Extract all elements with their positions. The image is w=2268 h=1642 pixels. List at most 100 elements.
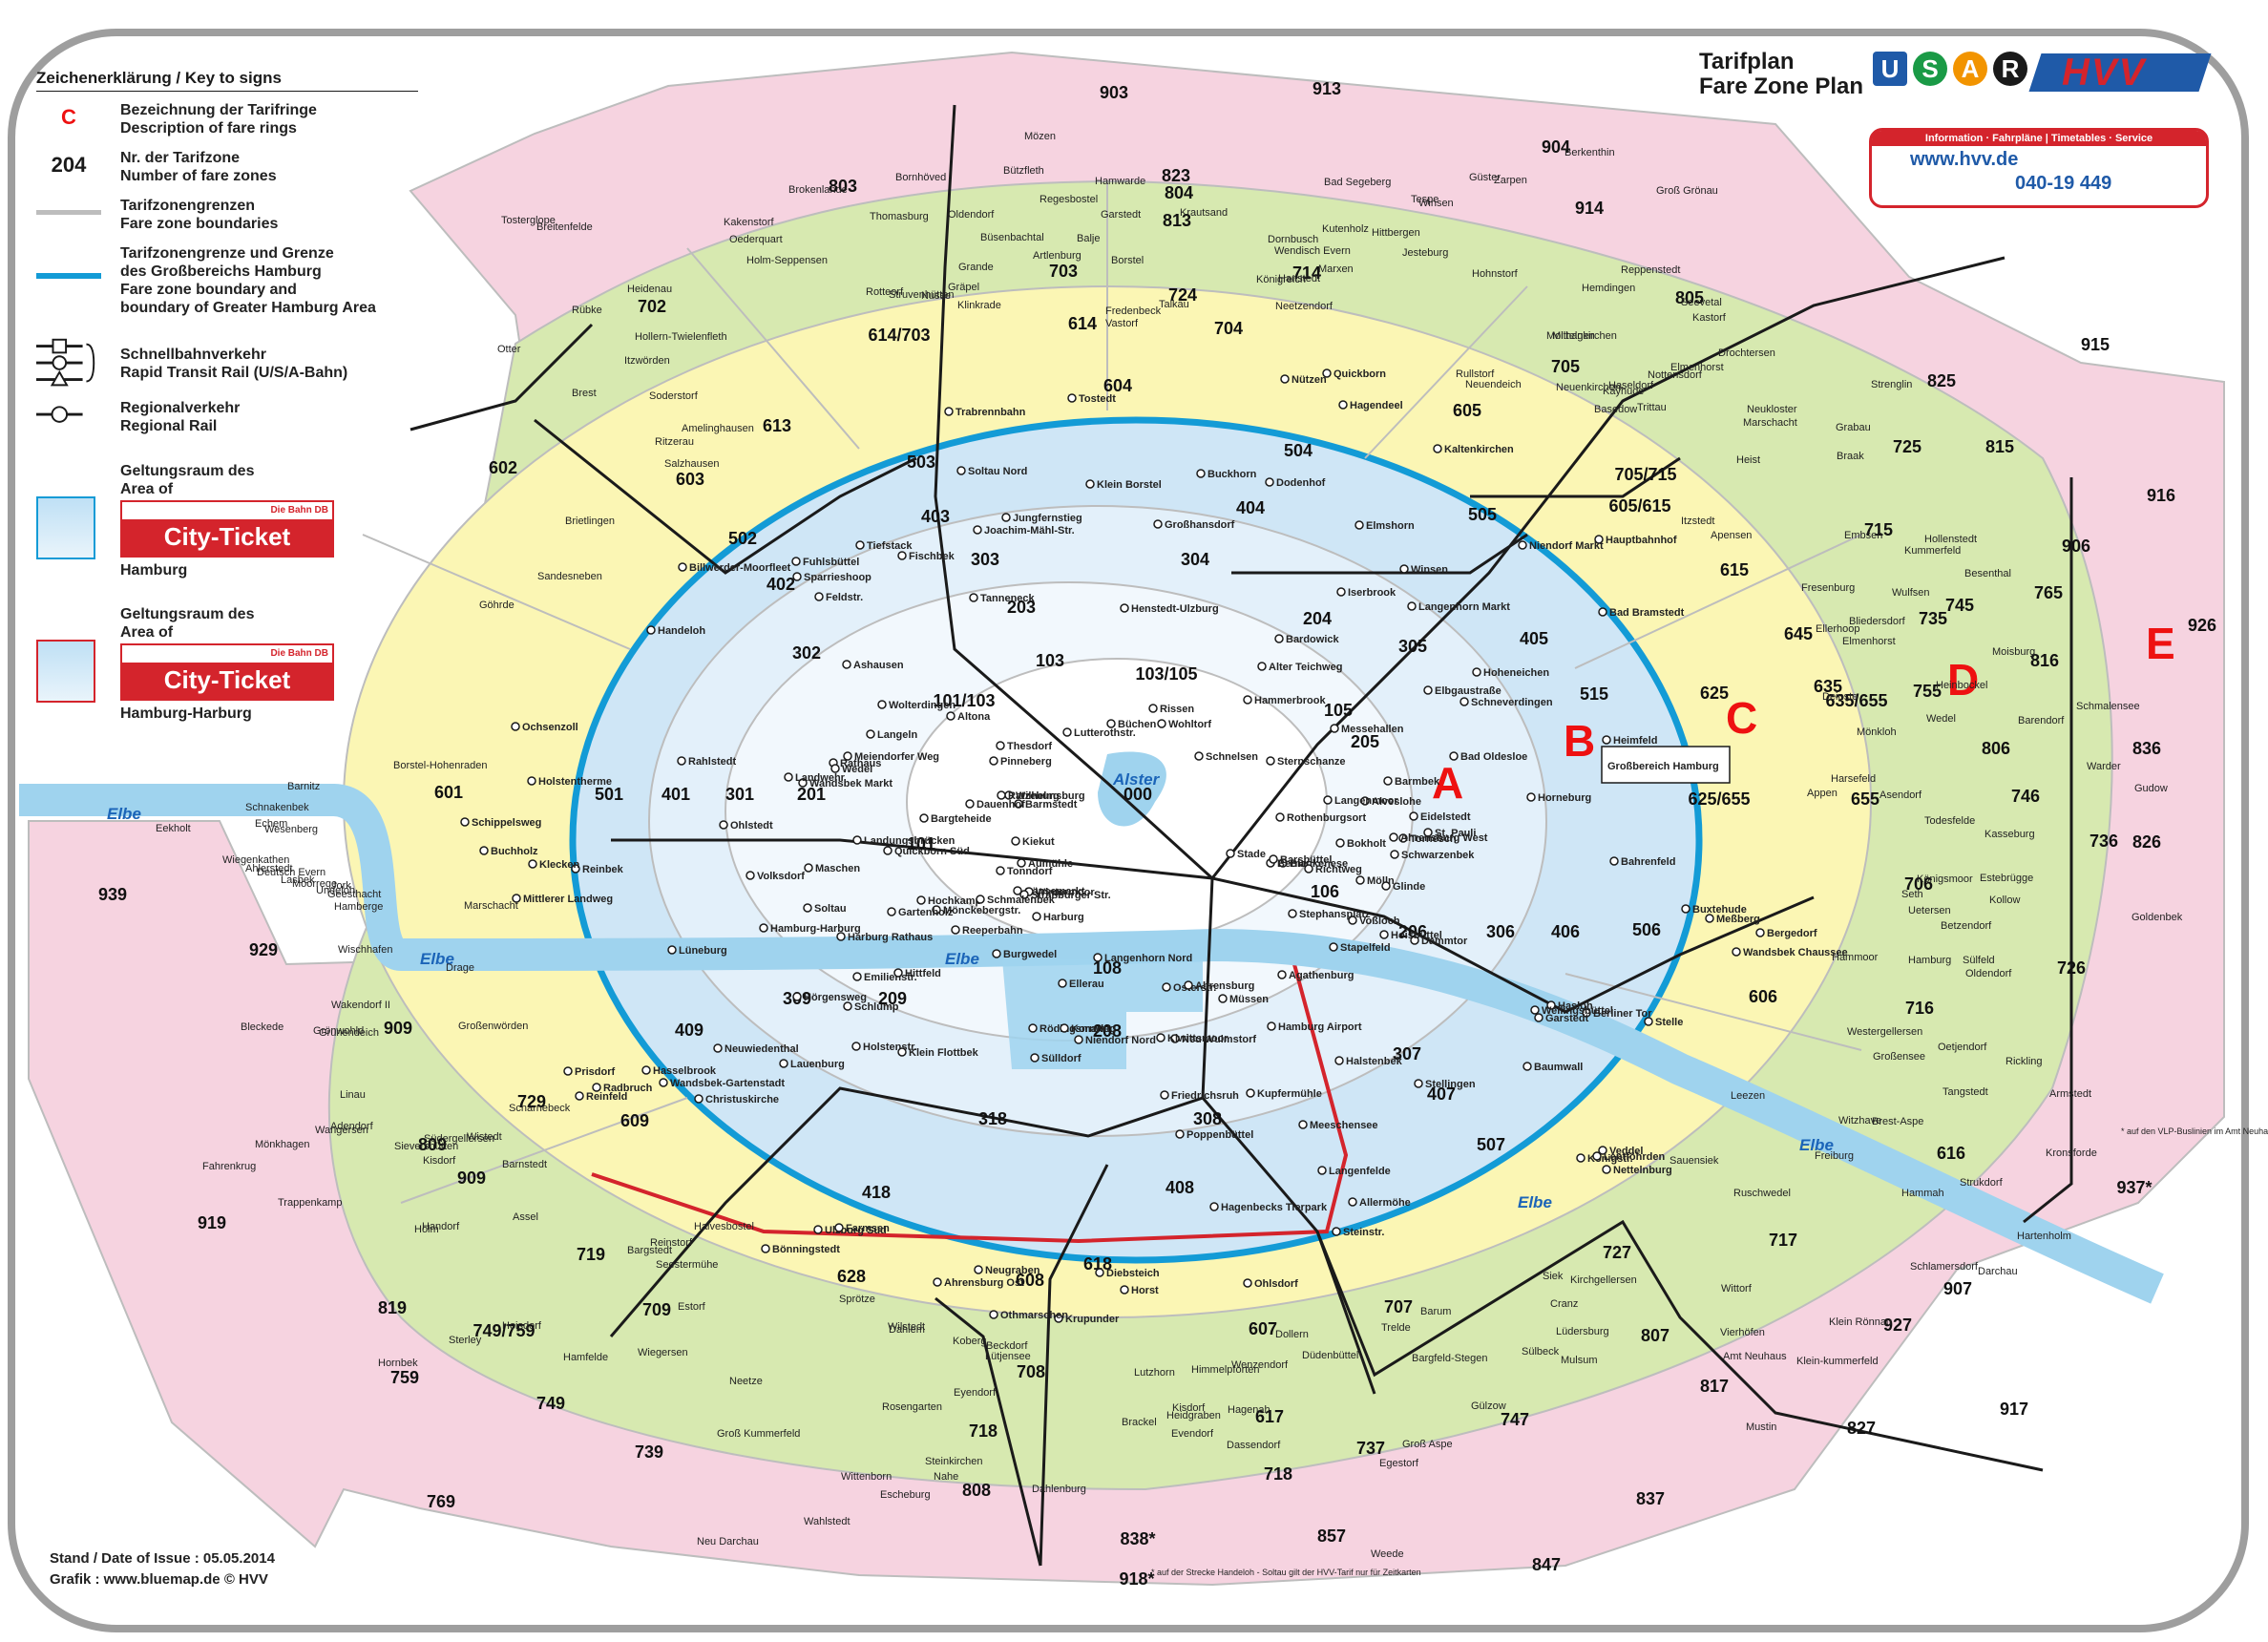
place-label: Itzstedt (1681, 516, 1714, 527)
zone-label: 746 (2011, 787, 2040, 806)
station-stop-icon (460, 817, 470, 827)
station-label: Klecken (539, 859, 579, 871)
station-stop-icon (479, 846, 489, 855)
place-label: Lüdersburg (1556, 1326, 1609, 1337)
zone-label: 616 (1937, 1144, 1965, 1163)
station-stop-icon (1409, 811, 1418, 821)
station-stop-icon (989, 1310, 998, 1319)
place-label: Seevetal (1681, 297, 1722, 308)
station-label: Eidelstedt (1420, 811, 1471, 823)
station-label: Schlump (854, 1001, 899, 1013)
place-label: Vastorf (1105, 318, 1139, 329)
station-label: Poppenbüttel (1186, 1129, 1253, 1141)
station-label: Harburg (1043, 912, 1084, 923)
station-label: Billwerder-Moorfleet (689, 562, 791, 574)
station-label: Niendorf Markt (1529, 540, 1604, 552)
station-label: Blankenese (1290, 858, 1348, 870)
place-label: Borstel (1111, 255, 1144, 266)
place-label: Reppenstedt (1621, 264, 1680, 276)
station-stop-icon (916, 895, 926, 905)
place-label: Westergellersen (1847, 1026, 1922, 1038)
station-stop-icon (1389, 832, 1398, 842)
legend-boundary-swatch (36, 210, 101, 215)
station-label: Langenmoor (1334, 795, 1398, 807)
station-label: Langeln (877, 729, 917, 741)
zone-label: 729 (517, 1092, 546, 1111)
station-stop-icon (1530, 1005, 1540, 1015)
station-label: Hoheneichen (1483, 667, 1549, 679)
zone-label: 759 (390, 1368, 419, 1387)
rapid-transit-symbol-icon (36, 338, 95, 387)
station-stop-icon (946, 711, 956, 721)
zone-label: 805 (1675, 288, 1704, 307)
zone-label: 101/103 (933, 691, 995, 710)
station-stop-icon (883, 846, 892, 855)
place-label: Ahlerstedt (245, 863, 293, 874)
station-label: Reinfeld (586, 1091, 627, 1103)
place-label: Siek (1543, 1271, 1564, 1282)
station-label: Buchholz (491, 846, 538, 857)
place-label: Evendorf (1171, 1428, 1214, 1440)
station-label: Ohlsdorf (1254, 1278, 1298, 1290)
place-label: Halvesbostel (694, 1221, 754, 1232)
website-link[interactable]: www.hvv.de (1910, 149, 2019, 170)
place-label: Heidenau (627, 284, 672, 295)
note-soltau: * auf der Strecke Handeloh - Soltau gilt… (1151, 1568, 1421, 1577)
station-stop-icon (974, 1265, 983, 1274)
legend-greater-en-2: boundary of Greater Hamburg Area (120, 300, 376, 316)
zone-label: 769 (427, 1492, 455, 1511)
station-label: Neu Wulmstorf (1182, 1034, 1256, 1045)
zone-label: 614/703 (868, 326, 930, 345)
zone-label: 515 (1580, 684, 1608, 704)
station-label: Bardowick (1286, 634, 1340, 645)
place-label: Moisburg (1992, 646, 2035, 658)
station-label: Tostedt (1079, 393, 1116, 405)
station-label: Berne (1277, 858, 1307, 870)
station-stop-icon (1157, 719, 1166, 728)
place-label: Lütjensee (985, 1351, 1031, 1362)
station-stop-icon (1594, 535, 1604, 544)
station-label: Schnelsen (1206, 751, 1258, 763)
zone-label: 615 (1720, 560, 1749, 579)
zone-label: 635 (1814, 677, 1842, 696)
legend-ring-text: Bezeichnung der Tarifringe Description o… (120, 101, 317, 137)
legend-area1-swatch (36, 496, 95, 559)
station-label: Buxtehude (1692, 904, 1747, 916)
station-label: Voßloch (1359, 916, 1400, 927)
zone-label: 307 (1393, 1044, 1421, 1063)
db-logo-2: Die Bahn DB (122, 645, 332, 663)
zone-label: 404 (1236, 498, 1265, 517)
station-stop-icon (1705, 914, 1714, 923)
station-label: Ahrensburg West (1400, 832, 1488, 844)
station-stop-icon (1030, 1053, 1040, 1063)
place-label: Heidgraben (1166, 1410, 1221, 1421)
place-label: Dollern (1275, 1329, 1309, 1340)
station-stop-icon (1209, 1202, 1219, 1211)
zone-label: 609 (620, 1111, 649, 1130)
station-label: Baumwall (1534, 1062, 1583, 1073)
station-label: Schippelsweg (472, 817, 541, 829)
place-label: Hanstedt (1278, 273, 1320, 284)
station-stop-icon (1336, 587, 1346, 597)
station-stop-icon (1576, 1153, 1586, 1163)
place-label: Kastorf (1692, 312, 1727, 324)
greater-hamburg-label: Großbereich Hamburg (1607, 761, 1719, 772)
legend-zone-en: Number of fare zones (120, 168, 277, 184)
place-label: Wangersen (315, 1125, 368, 1136)
zone-label: 409 (675, 1021, 704, 1040)
place-label: Marschacht (464, 900, 518, 912)
station-stop-icon (830, 764, 840, 773)
station-stop-icon (1534, 1013, 1544, 1022)
zone-label: 108 (1093, 958, 1122, 978)
zone-label: 803 (829, 177, 857, 196)
station-label: Tornesch (1410, 833, 1457, 845)
place-label: Hoisdorf (502, 1320, 542, 1332)
place-label: Strukdorf (1960, 1177, 2004, 1189)
place-label: Trittau (1637, 402, 1667, 413)
legend-city-ticket-hamburg: Geltungsraum des Area of Die Bahn DB Cit… (36, 462, 418, 605)
station-label: Reinbek (582, 864, 624, 875)
place-label: Tosterglope (501, 215, 556, 226)
station-stop-icon (678, 562, 687, 572)
place-label: Schmalensee (2076, 701, 2140, 712)
station-stop-icon (976, 895, 985, 904)
